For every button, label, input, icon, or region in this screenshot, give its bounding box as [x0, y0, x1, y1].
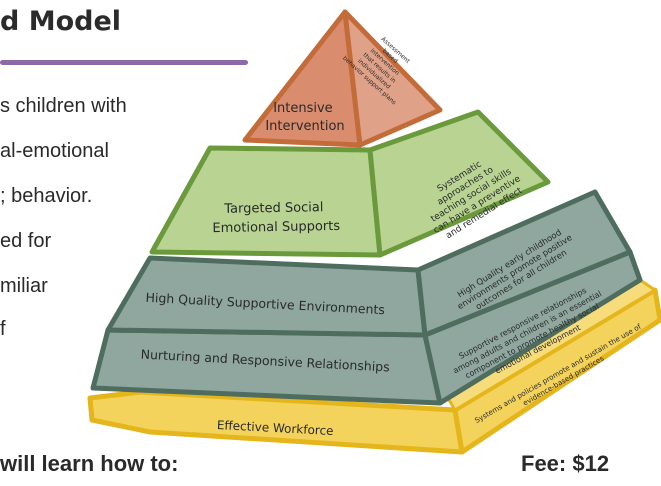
tier-1-label: Intervention — [265, 119, 344, 134]
body-text-line: ; behavior. — [0, 185, 93, 207]
title-divider — [0, 60, 248, 65]
tier-3-side — [415, 189, 633, 338]
tier-1-side — [342, 9, 443, 148]
page-title: d Model — [0, 6, 122, 37]
tier-2-label: Targeted Social — [223, 200, 323, 217]
body-text-line: f — [0, 318, 6, 340]
svg-text:Targeted Social Emotional: Targeted Social Emotional Supports — [212, 200, 340, 236]
tier-1-label: Intensive — [273, 101, 332, 116]
fee-label: Fee: $12 — [521, 451, 610, 476]
body-text-line: s children with — [0, 95, 127, 117]
tier-2-side — [367, 109, 551, 258]
tier-2-label: Emotional Supports — [212, 219, 340, 236]
svg-text:Intensive Intervention: Intensive Intervention — [265, 101, 344, 134]
base-label: Effective Workforce — [217, 418, 334, 438]
body-text-line: miliar — [0, 275, 48, 297]
body-text-line: al-emotional — [0, 140, 109, 162]
section-heading: will learn how to: — [0, 451, 179, 476]
body-text-line: ed for — [0, 230, 52, 252]
